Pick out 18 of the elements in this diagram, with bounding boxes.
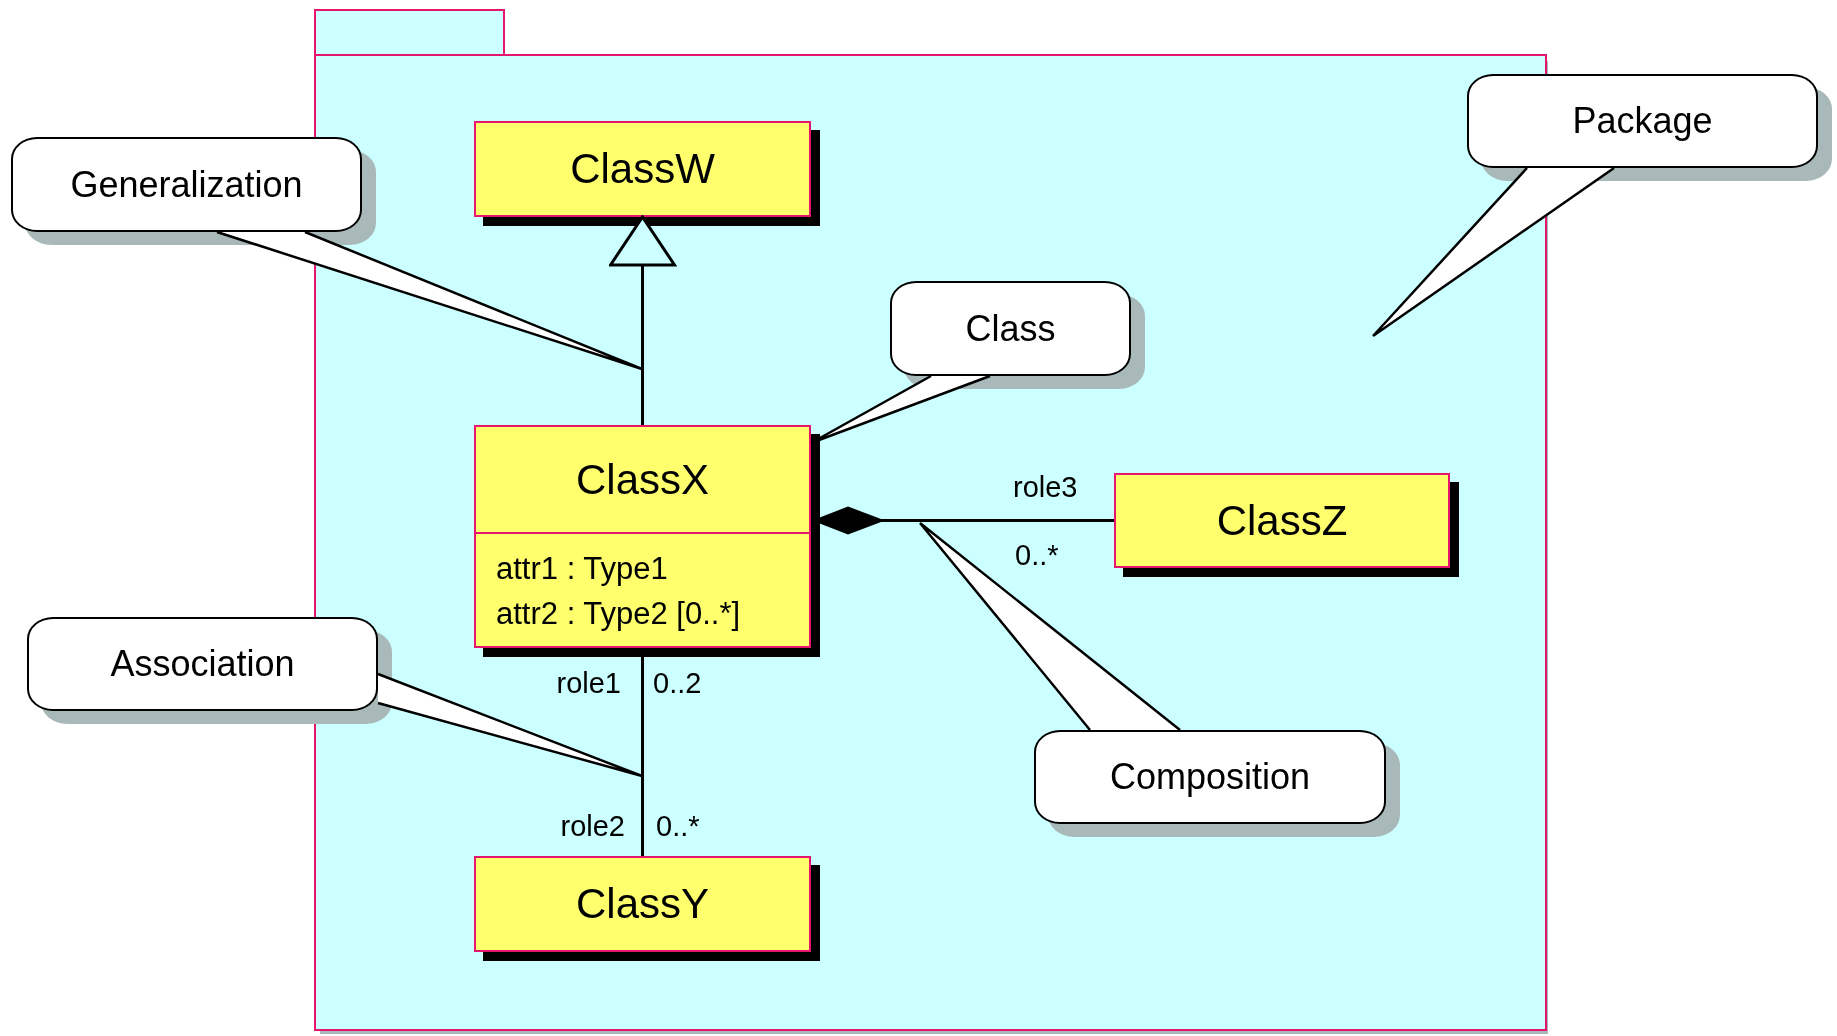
class-name: ClassW bbox=[570, 145, 715, 193]
role-name: role2 bbox=[560, 809, 625, 843]
class-name: ClassY bbox=[575, 880, 709, 928]
callout-text: Composition bbox=[1109, 756, 1311, 798]
callout-text: Generalization bbox=[70, 163, 303, 206]
generalization-arrow bbox=[609, 215, 676, 425]
callout-text: Class bbox=[965, 307, 1056, 350]
attribute-text: attr2 : Type2 [0..*] bbox=[496, 595, 741, 633]
class-name: ClassX bbox=[575, 455, 709, 504]
callout-text: Package bbox=[1572, 100, 1713, 142]
attribute-text: attr1 : Type1 bbox=[496, 550, 668, 588]
class-name: ClassZ bbox=[1216, 496, 1348, 545]
callout-text: Association bbox=[110, 643, 295, 685]
role-name: role1 bbox=[556, 666, 621, 700]
multiplicity: 0..* bbox=[1015, 538, 1059, 572]
role-name: role3 bbox=[1013, 470, 1078, 504]
multiplicity: 0..2 bbox=[653, 666, 702, 700]
multiplicity: 0..* bbox=[656, 809, 700, 843]
